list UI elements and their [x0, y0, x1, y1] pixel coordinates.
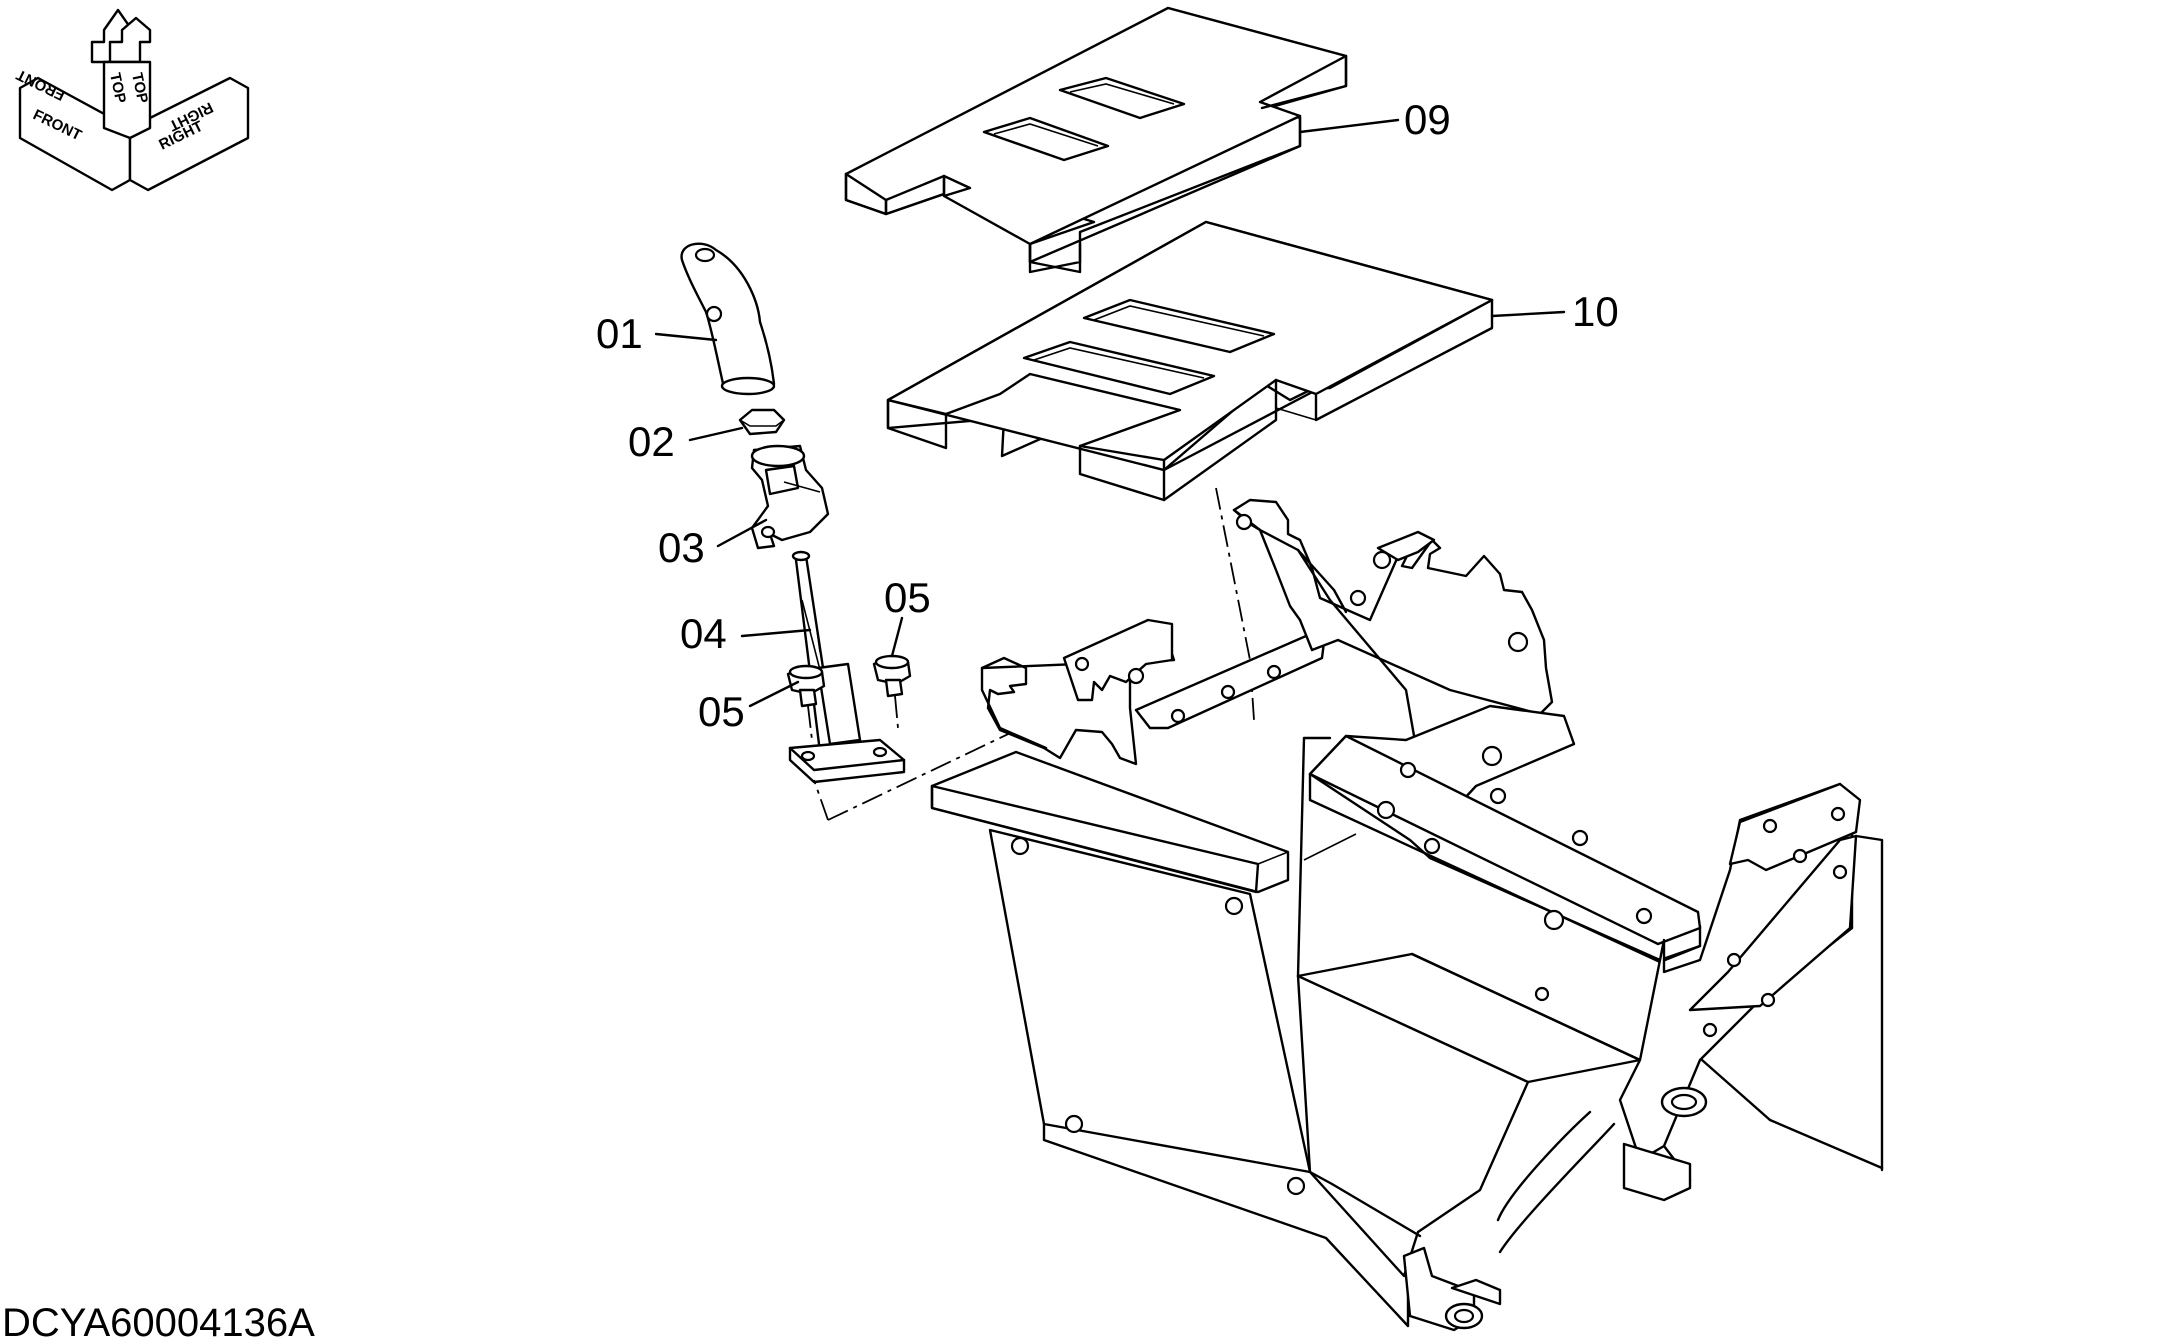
leader-10 [1490, 310, 1566, 318]
callout-04: 04 [680, 610, 727, 657]
callout-02: 02 [628, 418, 675, 465]
part-02-nut [738, 408, 786, 436]
orientation-indicator: FRONT FRONT TOP TOP RIGHT RIGHT [14, 8, 250, 192]
part-04-lever [788, 550, 906, 784]
up-arrow-back-icon [108, 16, 152, 64]
callout-03: 03 [658, 524, 705, 571]
part-05-bolt-lower [786, 664, 826, 741]
top-label: TOP [106, 71, 129, 104]
part-05-bolt-upper [872, 654, 912, 729]
callout-01: 01 [596, 310, 643, 357]
leader-05-lower [748, 680, 800, 708]
leader-04 [740, 628, 812, 638]
part-09-pad [844, 6, 1348, 274]
right-arrow-icon [128, 76, 250, 192]
leader-09 [1298, 118, 1400, 134]
part-03-clamp [750, 444, 830, 550]
callout-05-lower: 05 [698, 688, 745, 735]
leader-02 [688, 426, 744, 442]
main-frame [930, 498, 1884, 1332]
top-plate [102, 60, 152, 140]
leader-03 [716, 518, 768, 548]
top-label-mirror: TOP [128, 71, 151, 104]
leader-05-upper [890, 616, 904, 658]
callout-09: 09 [1404, 96, 1451, 143]
leader-lines [654, 118, 1566, 708]
leader-01 [654, 332, 718, 342]
callout-05-upper: 05 [884, 574, 931, 621]
part-10-pad [886, 220, 1494, 502]
drawing-id: DCYA60004136A [2, 1301, 315, 1344]
callout-10: 10 [1572, 288, 1619, 335]
callouts: 01 02 03 04 05 05 09 10 [596, 96, 1619, 735]
part-01-knob [680, 242, 776, 396]
